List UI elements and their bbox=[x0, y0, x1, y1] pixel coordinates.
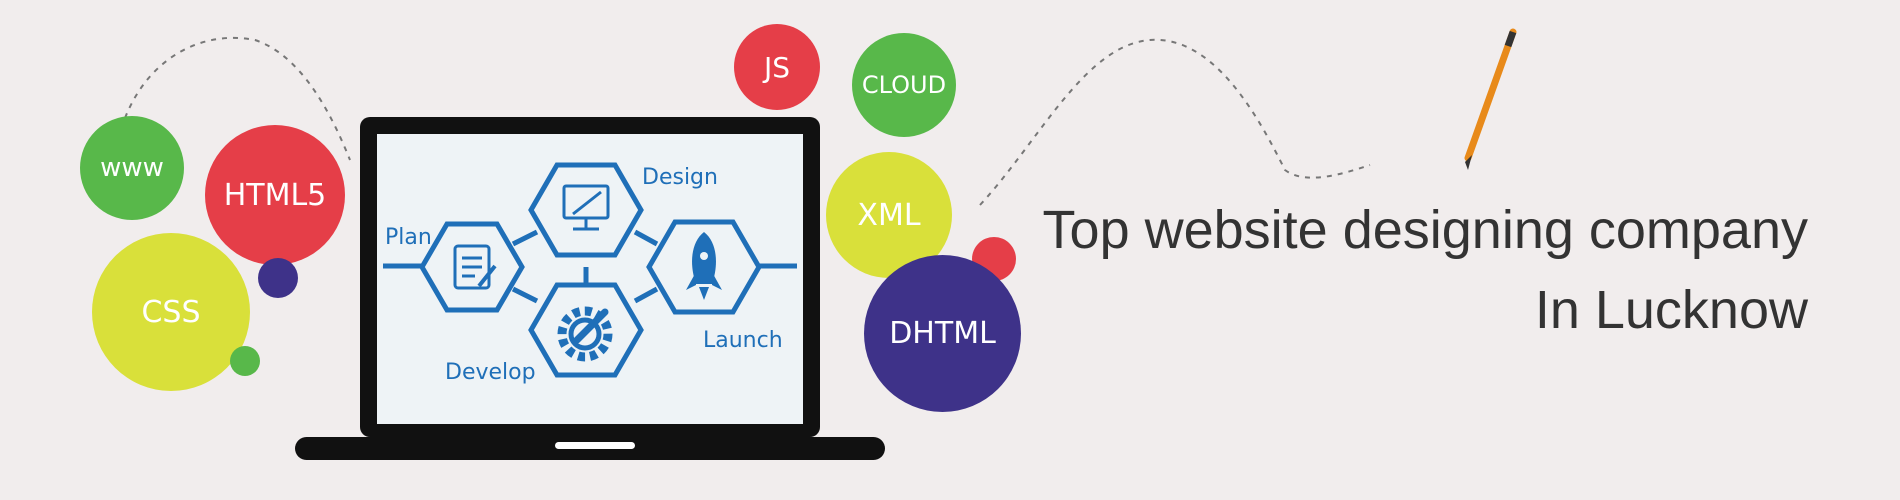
www-label: www bbox=[100, 153, 164, 183]
hex-plan bbox=[419, 221, 525, 313]
dashed-curve-left bbox=[124, 36, 351, 161]
html5-label: HTML5 bbox=[223, 177, 327, 213]
dhtml-label: DHTML bbox=[889, 316, 996, 351]
label-develop: Develop bbox=[445, 360, 536, 385]
js-bubble: JS bbox=[734, 24, 820, 110]
dashed-curve-right bbox=[979, 38, 1371, 206]
laptop-trackpad bbox=[555, 442, 635, 449]
process-diagram: Plan Design Launch Develop bbox=[383, 162, 797, 385]
label-design: Design bbox=[642, 165, 718, 190]
hex-design bbox=[528, 162, 644, 258]
hex-develop bbox=[528, 282, 644, 378]
cloud-label: CLOUD bbox=[861, 71, 947, 99]
monitor-icon bbox=[562, 184, 610, 231]
connector-plan-design bbox=[511, 229, 539, 247]
small-green-dot bbox=[230, 346, 260, 376]
pencil-icon bbox=[1464, 28, 1517, 170]
connector-design-launch bbox=[633, 229, 659, 247]
checklist-icon bbox=[453, 244, 497, 290]
rocket-icon bbox=[686, 232, 722, 300]
label-plan: Plan bbox=[385, 225, 432, 250]
small-purple-dot bbox=[258, 258, 298, 298]
connector-plan-develop bbox=[511, 286, 539, 304]
www-bubble: www bbox=[80, 116, 184, 220]
js-label: JS bbox=[763, 50, 791, 84]
cloud-bubble: CLOUD bbox=[852, 33, 956, 137]
xml-label: XML bbox=[857, 197, 921, 233]
headline-line-1: Top website designing company bbox=[1042, 200, 1808, 260]
css-bubble: CSS bbox=[92, 233, 250, 391]
headline-line-2: In Lucknow bbox=[1534, 280, 1808, 340]
html5-bubble: HTML5 bbox=[205, 125, 345, 265]
dhtml-bubble: DHTML bbox=[864, 255, 1021, 412]
hex-launch bbox=[646, 219, 762, 315]
connector-develop-launch bbox=[633, 286, 659, 304]
gear-wrench-icon bbox=[557, 306, 613, 362]
label-launch: Launch bbox=[703, 328, 783, 353]
css-label: CSS bbox=[141, 294, 201, 330]
